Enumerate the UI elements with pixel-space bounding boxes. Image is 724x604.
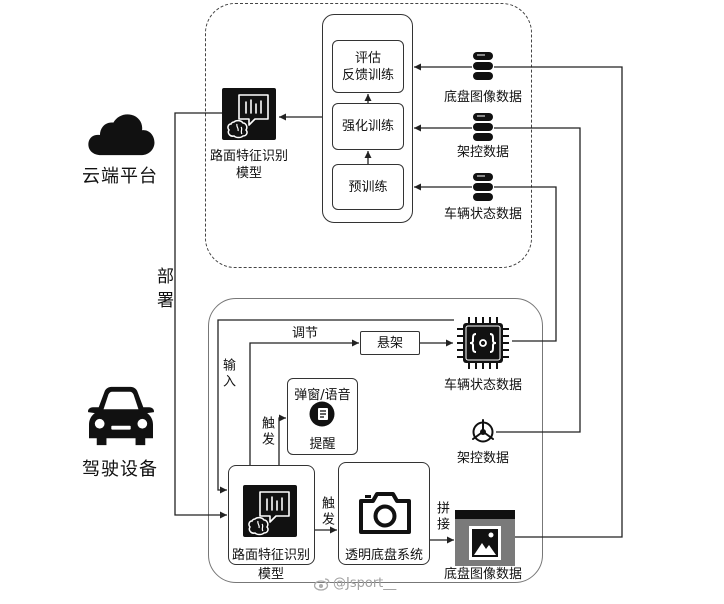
cloud-platform-label: 云端平台 bbox=[82, 166, 158, 187]
training-pipeline-panel bbox=[322, 14, 413, 223]
steering-data-upload-connector bbox=[414, 124, 581, 433]
trigger-chassis-label: 触发 bbox=[319, 496, 334, 528]
cloud-platform-region bbox=[205, 3, 532, 268]
ai-model-icon bbox=[243, 484, 297, 538]
camera-icon bbox=[357, 488, 413, 536]
deploy-label: 部署 bbox=[153, 267, 173, 315]
db-steering-control-label: 架控数据 bbox=[456, 145, 509, 160]
device-model-label-line2: 模型 bbox=[257, 567, 284, 582]
database-icon bbox=[472, 51, 494, 81]
eval-feedback-training-line1: 评估 bbox=[354, 50, 381, 66]
db-chassis-image-label: 底盘图像数据 bbox=[443, 90, 522, 105]
input-connector bbox=[217, 319, 456, 494]
pretraining-box: 预训练 bbox=[332, 164, 404, 210]
notification-icon bbox=[309, 401, 335, 427]
transparent-chassis-label: 透明底盘系统 bbox=[344, 548, 423, 563]
eval-feedback-training-line2: 反馈训练 bbox=[341, 67, 394, 83]
db-vehicle-state-label: 车辆状态数据 bbox=[443, 207, 522, 222]
adjust-label: 调节 bbox=[291, 326, 318, 341]
steering-wheel-icon bbox=[470, 419, 496, 445]
device-vehicle-state-label: 车辆状态数据 bbox=[443, 378, 522, 393]
weibo-logo-icon bbox=[314, 577, 330, 591]
pretraining-label: 预训练 bbox=[348, 179, 388, 195]
reinforcement-training-label: 强化训练 bbox=[341, 119, 394, 134]
chip-icon bbox=[454, 316, 512, 370]
popup-voice-alert-box: 弹窗/语音 提醒 bbox=[287, 378, 358, 455]
driving-device-region bbox=[208, 298, 543, 583]
chassis-image-upload-connector bbox=[414, 63, 623, 538]
suspension-box: 悬架 bbox=[360, 331, 420, 355]
cloud-model-label-line1: 路面特征识别 bbox=[209, 149, 288, 164]
stitch-label: 拼接 bbox=[434, 501, 449, 533]
database-icon bbox=[472, 172, 494, 202]
trigger-alert-connector bbox=[278, 414, 286, 465]
driving-device-label: 驾驶设备 bbox=[82, 459, 158, 480]
reinforcement-training-box: 强化训练 bbox=[332, 103, 404, 150]
ai-model-icon bbox=[222, 88, 276, 140]
adjust-connector bbox=[249, 339, 359, 465]
watermark-text: @Jsport__ bbox=[333, 576, 397, 591]
database-icon bbox=[472, 112, 494, 142]
suspension-label: 悬架 bbox=[376, 335, 403, 351]
car-icon bbox=[84, 384, 158, 448]
cloud-model-label-line2: 模型 bbox=[235, 166, 262, 181]
deploy-connector bbox=[174, 112, 227, 519]
device-steering-control-label: 架控数据 bbox=[456, 451, 509, 466]
alert-label-line2: 提醒 bbox=[309, 437, 336, 452]
image-icon bbox=[455, 510, 515, 566]
cloud-icon bbox=[86, 113, 156, 157]
input-label: 输入 bbox=[220, 358, 235, 390]
alert-label-line1: 弹窗/语音 bbox=[294, 388, 351, 403]
device-chassis-image-label: 底盘图像数据 bbox=[443, 567, 522, 582]
device-model-label-line1: 路面特征识别 bbox=[231, 548, 310, 563]
eval-feedback-training-box: 评估 反馈训练 bbox=[332, 40, 404, 93]
trigger-alert-label: 触发 bbox=[259, 416, 274, 448]
